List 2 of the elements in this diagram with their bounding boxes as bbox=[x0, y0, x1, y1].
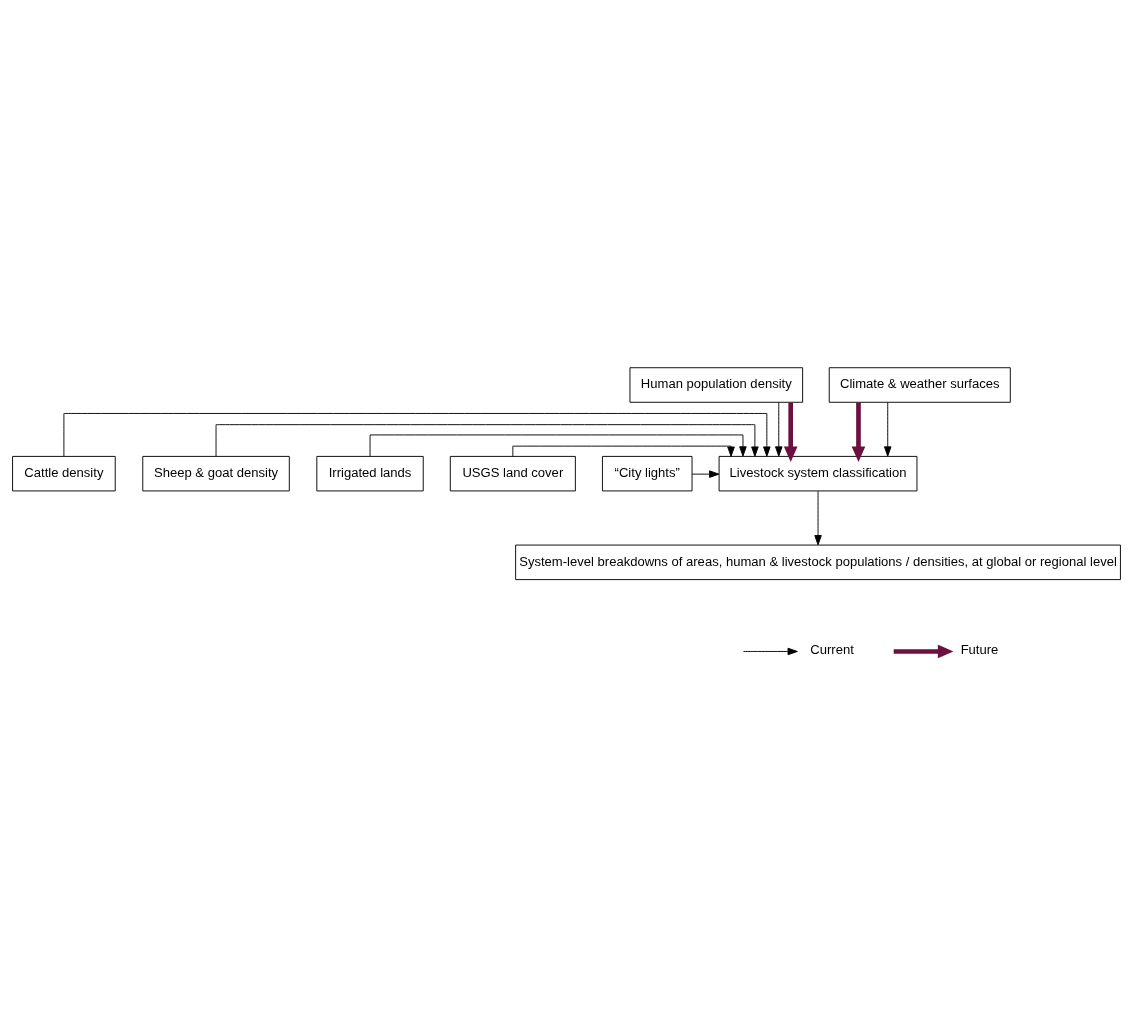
legend-label: Current bbox=[810, 642, 854, 658]
legend-label: Future bbox=[960, 642, 999, 658]
